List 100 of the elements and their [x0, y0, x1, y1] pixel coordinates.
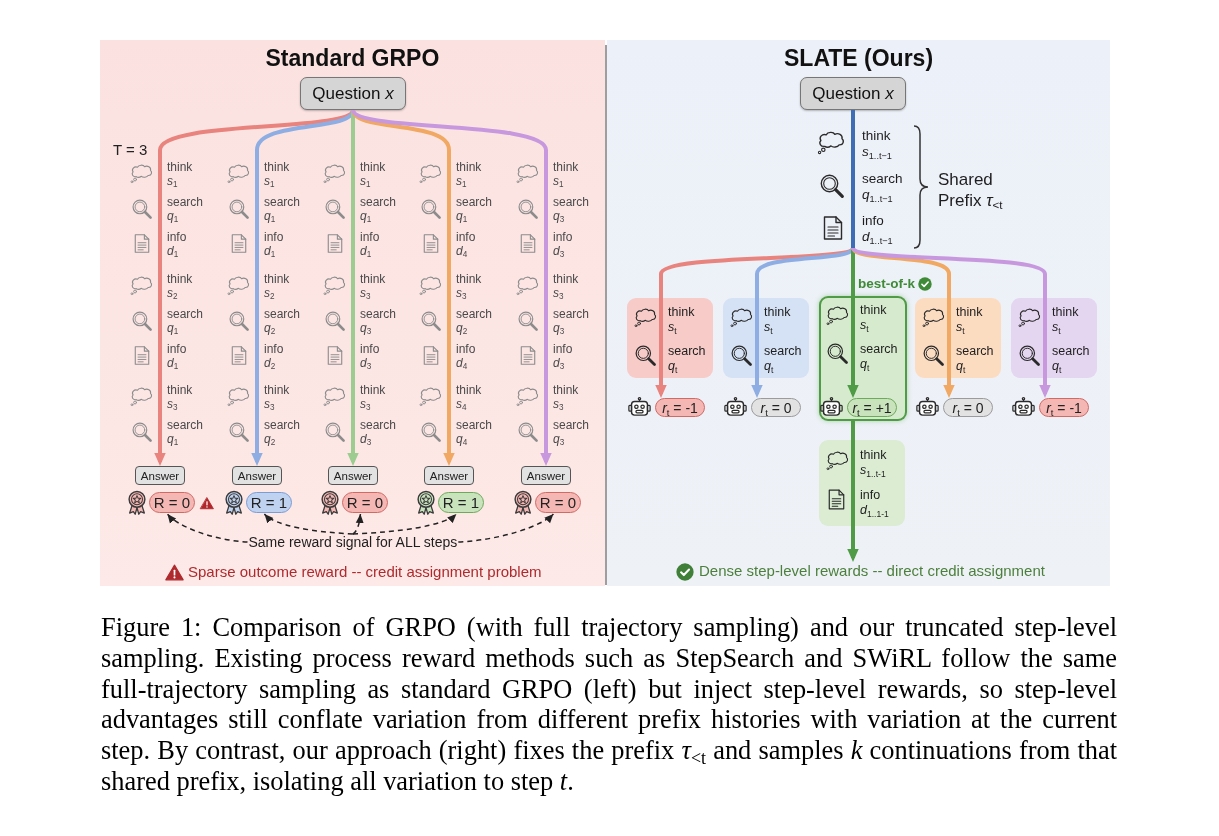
answer-label: Answer	[237, 469, 277, 482]
step-label: search q$_{1}$	[264, 195, 301, 223]
reward-value: R = 1	[442, 494, 480, 511]
step-label: think s$_{1}$	[456, 160, 482, 188]
footer-note: Dense step-level rewards -- direct credit assignment	[699, 562, 1045, 579]
reward-value: R = 0	[153, 494, 191, 511]
step-label: search q$_{1}$	[167, 418, 204, 446]
panel-title: SLATE (Ours)	[784, 45, 934, 72]
step-label: search q$_{2}$	[264, 307, 301, 335]
arrow	[1039, 378, 1051, 398]
step-label: info d$_{3}$	[553, 342, 573, 370]
dashed-arrow	[457, 513, 555, 543]
step-label: think s$_{3}$	[553, 383, 579, 411]
step-label: info d$_{2}$	[264, 342, 284, 370]
step-label: search q$_{t}$	[860, 342, 898, 372]
step-label: search q$_{3}$	[360, 307, 397, 335]
question-label: Question x	[812, 83, 894, 104]
arrow	[751, 378, 763, 398]
step-label: search q$_{1}$	[360, 195, 397, 223]
step-label: think s$_{1}$	[553, 160, 579, 188]
figure-caption: Figure 1: Comparison of GRPO (with full trajectory sampling) and our truncated step-level sampling. Existing process reward methods such as StepSearch and SWiRL follow the same full-trajectory sampling as standard GRPO (left) but inject step-level rewards, so step-level advantages still conflate variation from different prefix histories with variation at the current step. By contrast, our approach (right) fixes the prefix τ$_{<t}$ and samples k continuations from that shared prefix, isolating all variation to step t.	[101, 612, 1117, 797]
step-label: info d$_{1..1-1}$	[860, 488, 889, 518]
step-card	[819, 440, 905, 526]
answer-box	[135, 466, 185, 485]
step-label: search q$_{t}$	[668, 344, 706, 374]
dashed-arrow	[352, 513, 458, 535]
step-label: think s$_{3}$	[360, 383, 386, 411]
question-label: Question x	[312, 83, 394, 104]
connector-line	[851, 246, 1047, 298]
step-label: think s$_{t}$	[956, 305, 983, 335]
step-card	[723, 298, 809, 378]
step-label: search q$_{2}$	[456, 307, 493, 335]
step-label: think s$_{3}$	[360, 272, 386, 300]
step-label: think s$_{1}$	[264, 160, 290, 188]
reward-value: R = 1	[250, 494, 288, 511]
step-label: search q$_{1..t−1}$	[862, 171, 903, 203]
arrow	[847, 526, 859, 562]
answer-box	[521, 466, 571, 485]
step-label: search q$_{1}$	[167, 307, 204, 335]
step-label: search q$_{t}$	[764, 344, 802, 374]
step-label: info d$_{1}$	[360, 230, 380, 258]
panel-title: Standard GRPO	[265, 45, 440, 72]
step-label: search q$_{1}$	[167, 195, 204, 223]
answer-box	[424, 466, 474, 485]
arrow	[351, 108, 552, 466]
step-label: think s$_{3}$	[167, 383, 193, 411]
annotation-text: Same reward signal for ALL steps	[248, 534, 458, 550]
arrow	[655, 378, 667, 398]
answer-label: Answer	[429, 469, 469, 482]
dashed-arrow	[352, 513, 364, 535]
step-label: info d$_{4}$	[456, 230, 476, 258]
dashed-arrow	[263, 513, 354, 535]
reward-value: R = 0	[346, 494, 384, 511]
step-label: search q$_{2}$	[264, 418, 301, 446]
step-label: think s$_{3}$	[553, 272, 579, 300]
dashed-arrow	[166, 513, 249, 543]
step-label: think s$_{4}$	[456, 383, 482, 411]
step-card	[1011, 298, 1097, 378]
step-label: search q$_{3}$	[553, 418, 590, 446]
reward-pill	[655, 398, 705, 417]
step-label: info d$_{1..t−1}$	[862, 213, 893, 245]
step-label: think s$_{3}$	[456, 272, 482, 300]
step-card	[627, 298, 713, 378]
question-box	[800, 77, 906, 110]
step-label: think s$_{2}$	[264, 272, 290, 300]
question-box	[300, 77, 406, 110]
comparison-panel	[607, 40, 1110, 586]
step-label: search q$_{t}$	[956, 344, 994, 374]
reward-pill	[751, 398, 801, 417]
step-label: think s$_{t}$	[1052, 305, 1079, 335]
step-label: info d$_{1}$	[264, 230, 284, 258]
step-card	[915, 298, 1001, 378]
step-label: info d$_{1}$	[167, 342, 187, 370]
reward-pill	[847, 398, 897, 417]
step-label: think s$_{1..t−1}$	[862, 128, 892, 160]
reward-value: R = 0	[539, 494, 577, 511]
tag-label: best-of-k	[858, 276, 915, 291]
step-label: search q$_{4}$	[456, 418, 493, 446]
footer-note: Sparse outcome reward -- credit assignment problem	[188, 563, 542, 580]
step-label: think s$_{2}$	[167, 272, 193, 300]
reward-pill	[1039, 398, 1089, 417]
arrow	[351, 109, 455, 466]
step-label: info d$_{1}$	[167, 230, 187, 258]
step-label: info d$_{3}$	[553, 230, 573, 258]
connector-line	[851, 110, 855, 126]
reward-value: r$_{t}$ = -1	[1046, 399, 1082, 416]
reward-value: r$_{t}$ = 0	[952, 399, 984, 416]
connector-line	[851, 421, 855, 440]
step-label: search d$_{3}$	[360, 418, 397, 446]
step-label: think s$_{3}$	[264, 383, 290, 411]
answer-box	[328, 466, 378, 485]
reward-pill	[943, 398, 993, 417]
step-label: think s$_{t}$	[860, 303, 887, 333]
step-label: think s$_{1}$	[360, 160, 386, 188]
step-label: search q$_{3}$	[553, 195, 590, 223]
reward-value: r$_{t}$ = 0	[760, 399, 792, 416]
step-label: search q$_{1}$	[456, 195, 493, 223]
reward-value: r$_{t}$ = +1	[852, 399, 892, 416]
step-label: think s$_{1..t-1}$	[860, 448, 887, 478]
reward-value: r$_{t}$ = -1	[662, 399, 698, 416]
